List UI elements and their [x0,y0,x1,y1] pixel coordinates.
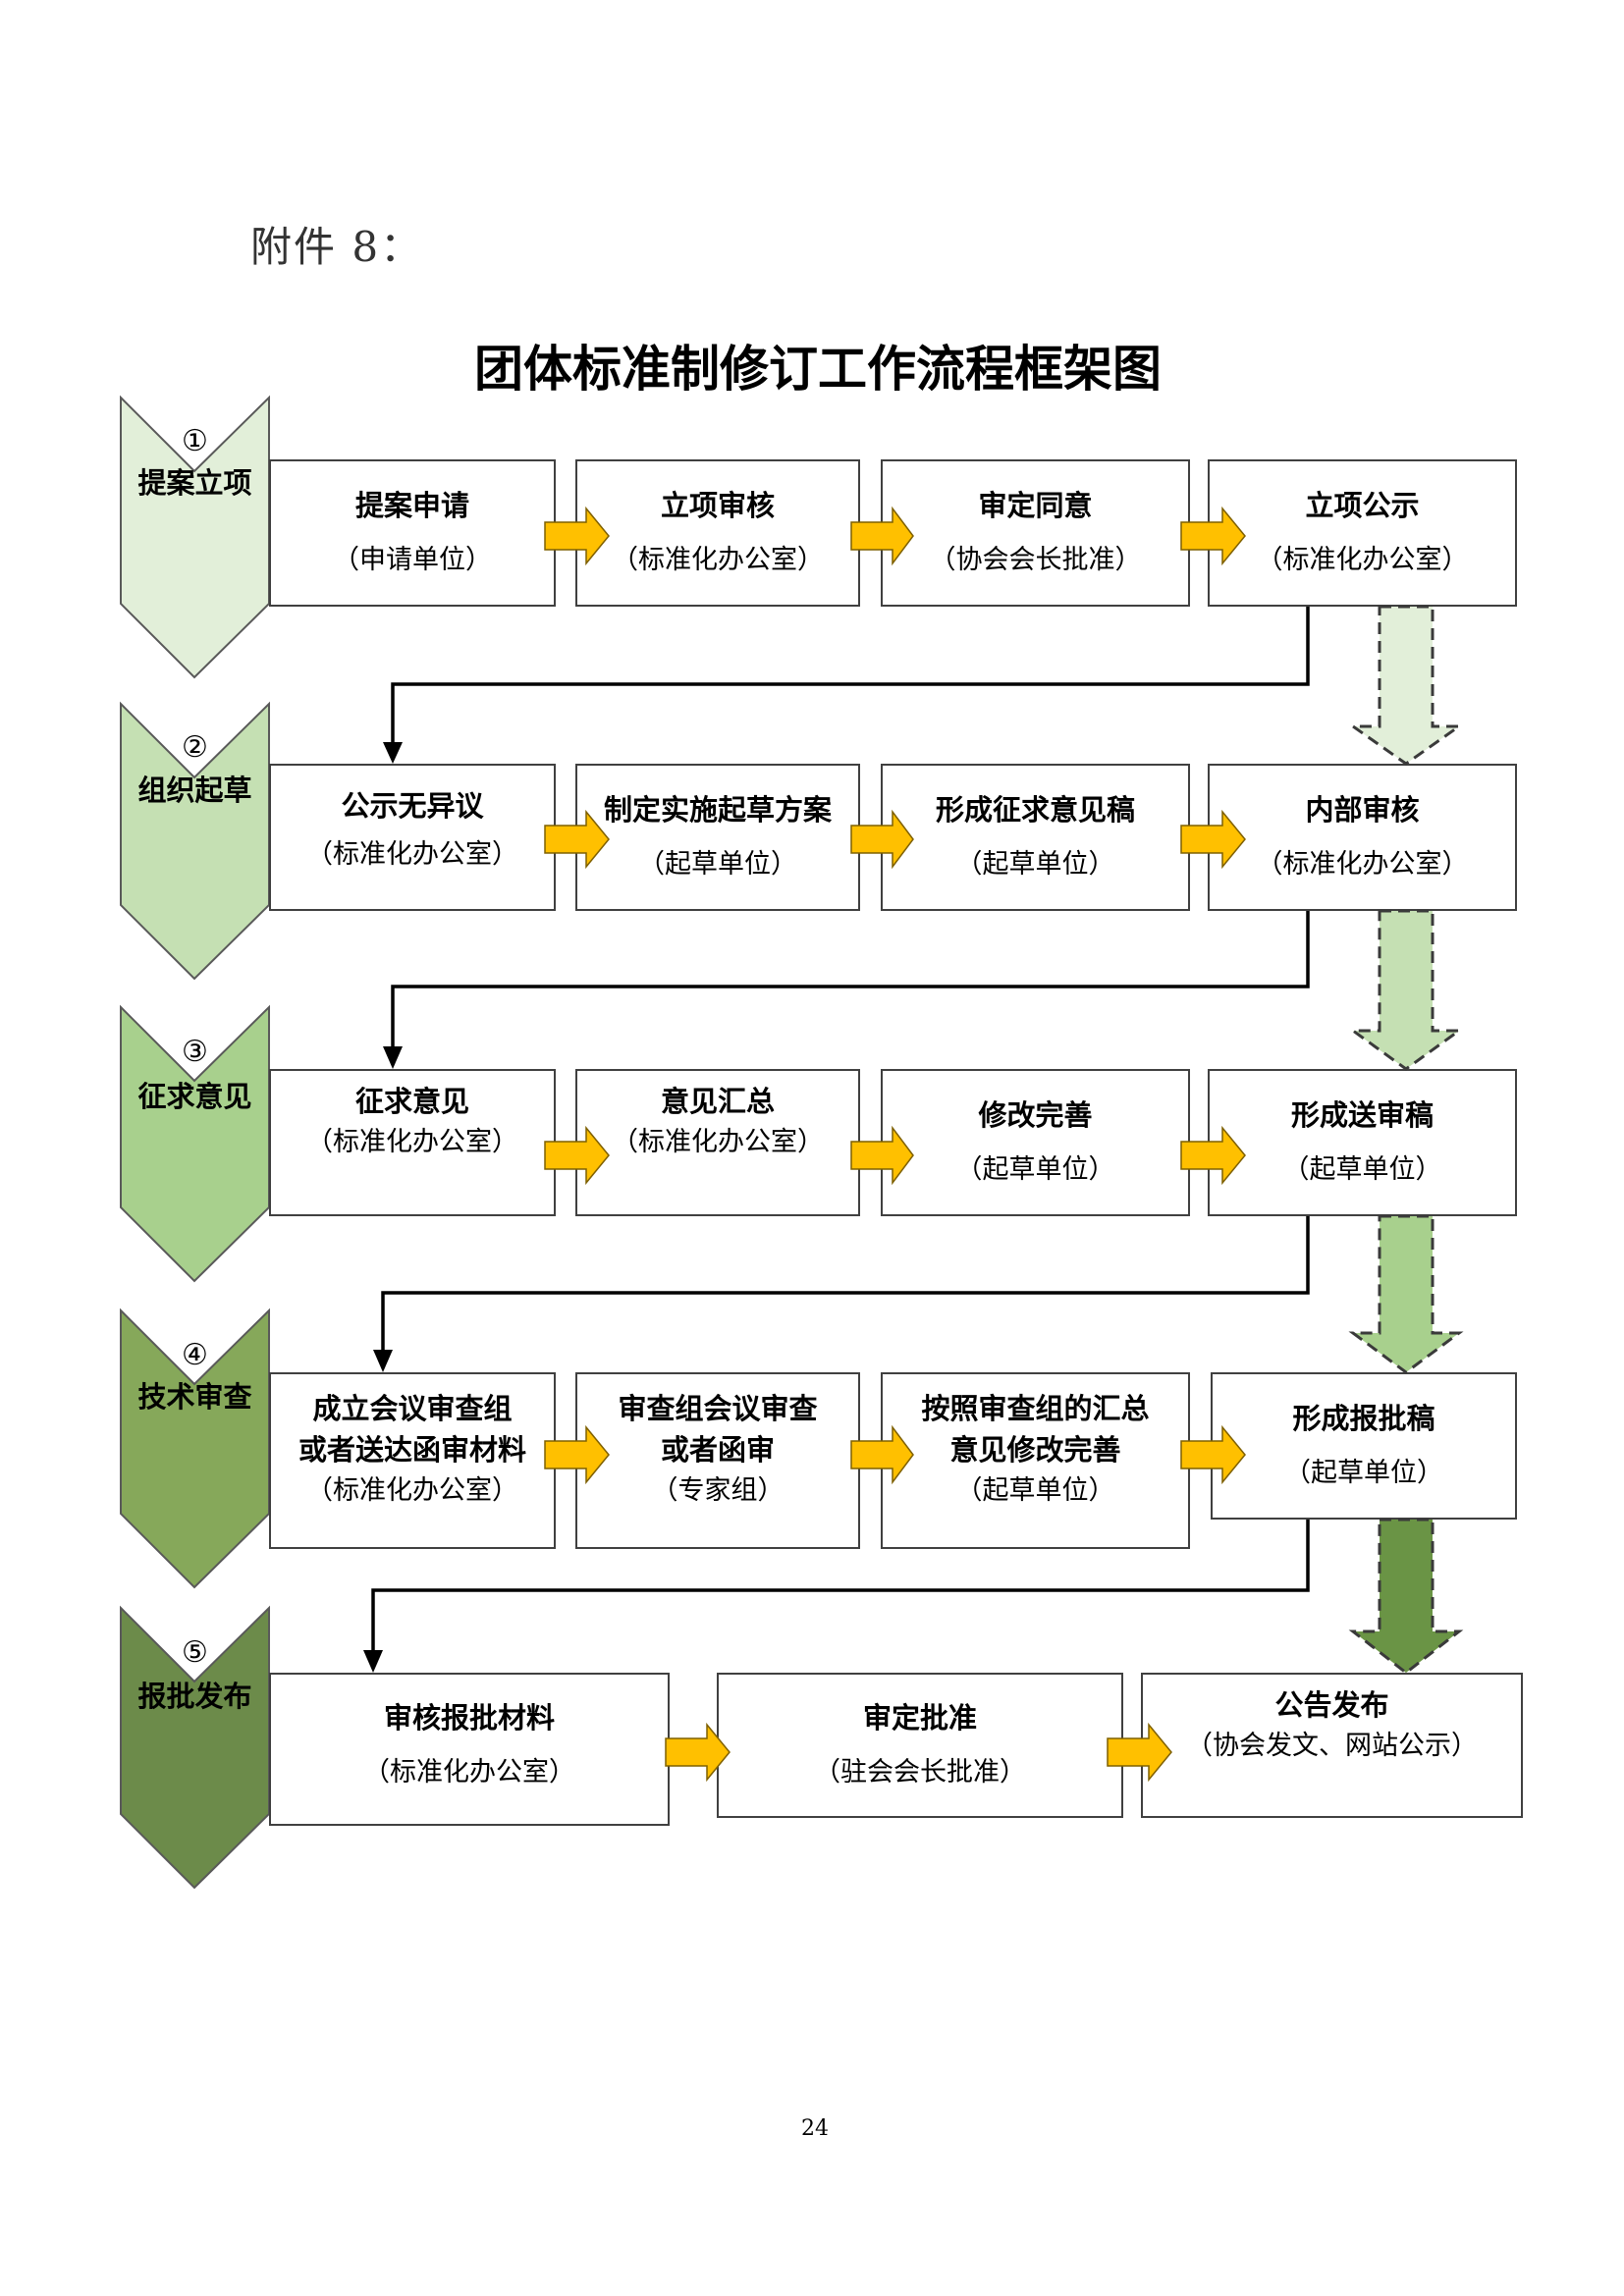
stage-number: ③ [182,1035,208,1069]
final-approval-box: 审定批准 （驻会会长批准） [717,1673,1123,1818]
stage-label: 技术审查 [137,1380,252,1414]
step-unit: （起草单位） [955,849,1115,880]
step-title: 或者送达函审材料 [298,1433,526,1467]
step-unit: （标准化办公室） [306,1475,518,1506]
step-title: 立项审核 [660,489,775,522]
step-unit: （标准化办公室） [306,1127,518,1157]
attachment-label: 附件 8： [250,223,424,271]
step-unit: （专家组） [651,1475,785,1506]
revise-per-summary-box: 按照审查组的汇总 意见修改完善 （起草单位） [881,1372,1190,1549]
step-unit: （协会发文、网站公示） [1186,1731,1478,1761]
step-unit: （起草单位） [638,849,797,880]
opinion-summary-box: 意见汇总 （标准化办公室） [575,1069,860,1216]
step-title: 成立会议审查组 [312,1392,513,1425]
step-unit: （申请单位） [333,545,492,575]
review-panel-box: 成立会议审查组 或者送达函审材料 （标准化办公室） [269,1372,556,1549]
step-unit: （标准化办公室） [363,1757,575,1788]
step-title: 审定批准 [862,1701,977,1735]
step-title: 按照审查组的汇总 [921,1392,1150,1425]
announcement-box: 公告发布 （协会发文、网站公示） [1141,1673,1523,1818]
step-title: 或者函审 [660,1433,775,1467]
step-title: 审定同意 [978,489,1093,522]
step-unit: （起草单位） [1284,1458,1443,1488]
stage-number: ⑤ [182,1635,208,1670]
step-unit: （协会会长批准） [929,545,1142,575]
stage-label: 报批发布 [137,1680,252,1713]
step-title: 意见汇总 [660,1085,775,1118]
step-title: 立项公示 [1305,489,1420,522]
no-objection-box: 公示无异议 （标准化办公室） [269,764,556,911]
step-title: 审核报批材料 [383,1701,555,1735]
step-title: 形成征求意见稿 [935,793,1135,827]
page-number: 24 [801,2116,829,2141]
stage-number: ② [182,730,208,765]
stage-label: 组织起草 [137,774,252,807]
step-unit: （起草单位） [955,1154,1115,1185]
stage-number: ④ [182,1338,208,1372]
step-title: 修改完善 [978,1098,1093,1132]
drafting-plan-box: 制定实施起草方案 （起草单位） [575,764,860,911]
step-unit: （标准化办公室） [1256,849,1469,880]
project-publicity-box: 立项公示 （标准化办公室） [1208,459,1517,607]
step-title: 形成送审稿 [1290,1098,1434,1132]
approval-consent-box: 审定同意 （协会会长批准） [881,459,1190,607]
step-unit: （驻会会长批准） [814,1757,1026,1788]
stage-label: 征求意见 [137,1080,252,1113]
solicit-opinions-box: 征求意见 （标准化办公室） [269,1069,556,1216]
step-title: 公示无异议 [341,789,484,823]
step-title: 内部审核 [1305,793,1420,827]
step-title: 制定实施起草方案 [603,793,832,827]
step-unit: （起草单位） [1282,1154,1442,1185]
step-title: 审查组会议审查 [618,1392,818,1425]
step-title: 意见修改完善 [949,1433,1121,1467]
internal-review-box: 内部审核 （标准化办公室） [1208,764,1517,911]
stage-number: ① [182,424,208,458]
step-unit: （标准化办公室） [612,545,824,575]
review-draft-box: 形成送审稿 （起草单位） [1208,1069,1517,1216]
step-title: 公告发布 [1274,1688,1389,1722]
step-unit: （起草单位） [955,1475,1115,1506]
step-title: 征求意见 [354,1085,469,1118]
proposal-application-box: 提案申请 （申请单位） [269,459,556,607]
step-title: 形成报批稿 [1292,1402,1435,1435]
review-approval-materials-box: 审核报批材料 （标准化办公室） [269,1673,670,1826]
page-title: 团体标准制修订工作流程框架图 [474,341,1162,398]
revise-box: 修改完善 （起草单位） [881,1069,1190,1216]
stage-label: 提案立项 [137,466,252,500]
approval-draft-box: 形成报批稿 （起草单位） [1211,1372,1517,1520]
step-unit: （标准化办公室） [306,839,518,870]
project-review-box: 立项审核 （标准化办公室） [575,459,860,607]
step-unit: （标准化办公室） [612,1127,824,1157]
step-unit: （标准化办公室） [1256,545,1469,575]
panel-review-box: 审查组会议审查 或者函审 （专家组） [575,1372,860,1549]
step-title: 提案申请 [354,489,469,522]
consultation-draft-box: 形成征求意见稿 （起草单位） [881,764,1190,911]
